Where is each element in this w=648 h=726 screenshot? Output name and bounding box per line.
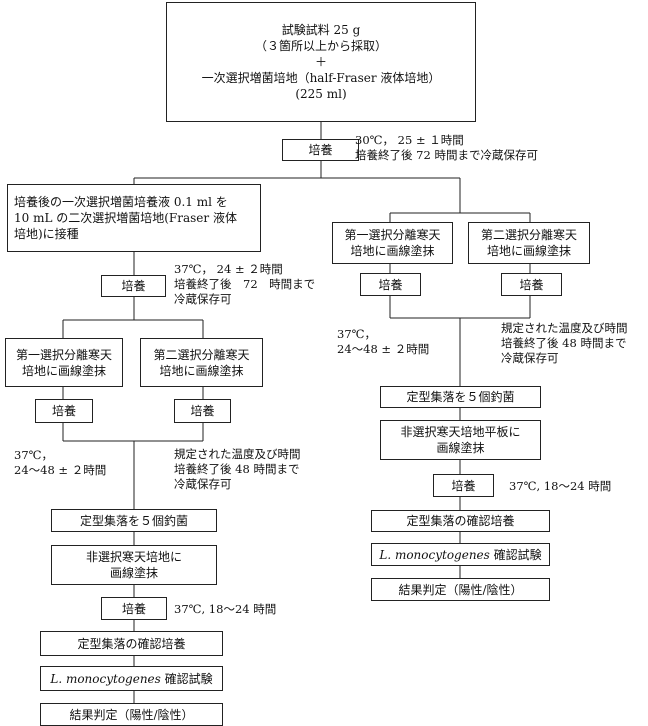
left-nonselective-box: 非選択寒天培地に 画線塗抹 bbox=[51, 545, 217, 585]
right-plate1-box: 第一選択分離寒天 培地に画線塗抹 bbox=[332, 222, 453, 264]
right-confirm-box: 定型集落の確認培養 bbox=[371, 510, 550, 532]
sample-medium-box: 試験試料 25 g （３箇所以上から採取） ＋ 一次選択増菌培地（half-Fr… bbox=[166, 2, 476, 122]
culture-box-left-1: 培養 bbox=[101, 275, 166, 297]
sample-line: ＋ bbox=[314, 55, 327, 69]
culture-box-right-1b: 培養 bbox=[501, 273, 562, 296]
sample-line: (225 ml) bbox=[295, 87, 347, 101]
note-left-a: 37℃， 24 ± ２時間 培養終了後 72 時間まで 冷蔵保存可 bbox=[174, 262, 316, 306]
note-right-b: 37℃， 24～48 ± ２時間 bbox=[337, 327, 430, 356]
right-result-box: 結果判定（陽性/陰性） bbox=[371, 578, 550, 601]
note-right-d: 37℃, 18～24 時間 bbox=[509, 479, 612, 493]
left-plate1-box: 第一選択分離寒天 培地に画線塗抹 bbox=[5, 338, 123, 387]
right-test-box: L. monocytogenes 確認試験 bbox=[371, 543, 550, 566]
species-name: L. monocytogenes bbox=[379, 547, 490, 562]
culture-box-left-3: 培養 bbox=[101, 597, 167, 620]
left-result-box: 結果判定（陽性/陰性） bbox=[40, 703, 223, 726]
left-pick-box: 定型集落を５個釣菌 bbox=[51, 509, 217, 532]
note-left-b: 37℃， 24～48 ± ２時間 bbox=[14, 448, 107, 477]
culture-box-left-2b: 培養 bbox=[174, 399, 231, 423]
species-name: L. monocytogenes bbox=[50, 671, 161, 686]
culture-label: 培養 bbox=[308, 143, 333, 157]
note-right-c: 規定された温度及び時間 培養終了後 48 時間まで 冷蔵保存可 bbox=[501, 321, 628, 365]
secondary-enrichment-box: 培養後の一次選択増菌培養液 0.1 ml を 10 mL の二次選択増菌培地(F… bbox=[7, 184, 261, 252]
right-pick-box: 定型集落を５個釣菌 bbox=[380, 386, 541, 408]
culture-box-right-1a: 培養 bbox=[360, 273, 421, 296]
left-confirm-box: 定型集落の確認培養 bbox=[40, 631, 223, 656]
note-left-d: 37℃, 18～24 時間 bbox=[174, 602, 277, 616]
note-top: 30℃， 25 ± １時間 培養終了後 72 時間まで冷蔵保存可 bbox=[355, 133, 538, 162]
culture-box-top: 培養 bbox=[282, 139, 359, 161]
right-nonselective-box: 非選択寒天培地平板に 画線塗抹 bbox=[380, 420, 541, 460]
sample-line: 試験試料 25 g bbox=[281, 23, 361, 37]
sample-line: （３箇所以上から採取） bbox=[254, 39, 387, 53]
culture-box-left-2a: 培養 bbox=[35, 399, 93, 423]
note-left-c: 規定された温度及び時間 培養終了後 48 時間まで 冷蔵保存可 bbox=[174, 447, 301, 491]
culture-box-right-2: 培養 bbox=[433, 474, 494, 497]
left-test-box: L. monocytogenes 確認試験 bbox=[40, 666, 223, 691]
left-plate2-box: 第二選択分離寒天 培地に画線塗抹 bbox=[140, 338, 263, 387]
sample-line: 一次選択増菌培地（half-Fraser 液体培地） bbox=[201, 71, 441, 85]
right-plate2-box: 第二選択分離寒天 培地に画線塗抹 bbox=[468, 222, 590, 264]
